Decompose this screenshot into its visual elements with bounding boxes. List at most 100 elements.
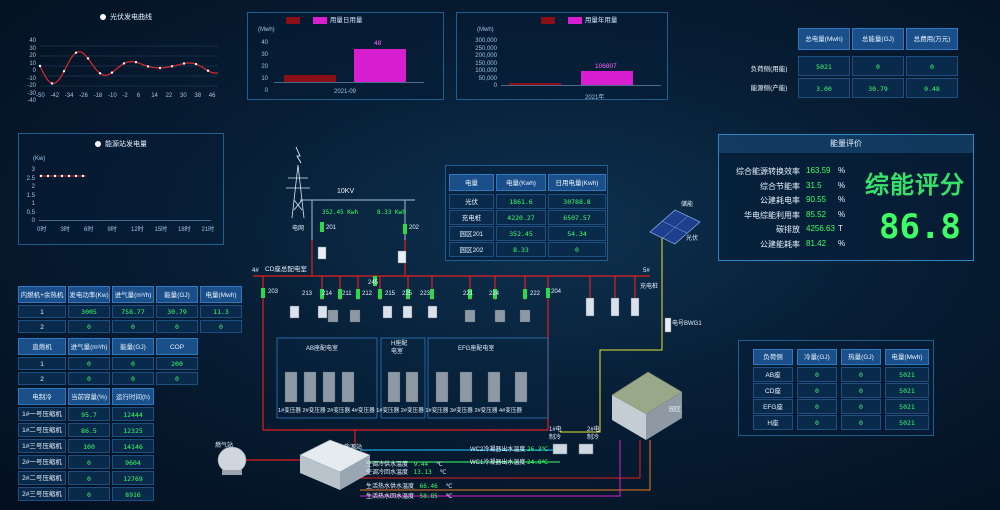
storage-y-tick: 2	[31, 184, 35, 190]
engine-table-header: 能量(GJ)	[156, 286, 198, 303]
load-cell: 5021	[885, 399, 929, 414]
cd-room-label: CD座总配电室	[265, 266, 307, 273]
node-4-label: 4#	[252, 268, 259, 274]
summary-cell: 30.79	[852, 78, 904, 98]
storage-x-tick: 15时	[154, 227, 168, 233]
direct-fired-table-cell: 0	[112, 372, 154, 385]
legend-swatch-a	[286, 16, 300, 24]
chiller-table-cell: 0	[68, 471, 110, 485]
load-cell: 0	[841, 415, 881, 430]
load-header: 负荷侧	[753, 349, 793, 365]
daily-bar-b	[354, 49, 406, 82]
storage-x-tick: 3时	[60, 227, 70, 233]
temp-value: 58.85	[419, 493, 438, 500]
summary-header: 总费用(万元)	[906, 28, 958, 50]
pv-y-tick: 40	[29, 38, 36, 44]
storage-y-tick: 0.5	[26, 209, 35, 216]
pv-x-tick: -26	[79, 93, 88, 99]
energy-eval-title: 能量评价	[719, 135, 973, 153]
pv-y-tick: 0	[32, 68, 36, 74]
eval-unit: %	[838, 166, 846, 175]
power-header: 电量(Kwh)	[496, 174, 546, 191]
switch-label: 222	[530, 291, 541, 297]
chiller-table-cell: 9604	[112, 455, 154, 469]
pv-point	[170, 65, 174, 68]
load-cell: 0	[797, 399, 837, 414]
daily-bar-a	[284, 75, 336, 82]
power-cell: 352.45	[496, 226, 546, 241]
pv-point	[206, 69, 210, 72]
gas-tank-icon	[217, 446, 247, 475]
efg-room-label: EFG座配电室	[458, 346, 495, 352]
power-cell: 8.33	[496, 242, 546, 257]
engine-table-cell: 0	[68, 320, 110, 333]
temp-readout: 空调冷供水温度 9.44℃	[366, 459, 443, 468]
power-cell: 4220.27	[496, 210, 546, 225]
grid-label: 电网	[292, 226, 305, 232]
engine-table-header: 内燃机+余热机	[18, 286, 66, 303]
feeder-201-energy: 352.45 Kwh	[322, 209, 359, 216]
chiller-table-cell: 100	[68, 439, 110, 453]
load-cell: 0	[841, 367, 881, 382]
load-cell: 0	[797, 383, 837, 398]
pv-x-tick: -34	[64, 93, 74, 99]
storage-y-tick: 3	[31, 167, 35, 173]
eval-unit: %	[838, 195, 846, 204]
eval-unit: %	[838, 209, 846, 219]
engine-table-cell: 1	[18, 305, 66, 318]
pv-point	[194, 62, 198, 66]
eval-value: 31.5	[806, 180, 822, 190]
chiller-table-cell: 1#二号压缩机	[18, 423, 66, 437]
yearly-unit: (Mwh)	[477, 27, 494, 33]
direct-fired-table-cell: 0	[112, 357, 154, 370]
pv-point	[146, 65, 150, 68]
load-cell: AB座	[753, 367, 793, 382]
eval-value: 81.42	[806, 238, 827, 248]
switch-label: 212	[362, 291, 373, 297]
switch-203-label: 203	[268, 289, 279, 295]
solar-panel-icon	[649, 209, 701, 245]
power-cell: 6507.57	[548, 210, 606, 225]
pv-point	[86, 57, 90, 60]
summary-header: 总电量(Mwh)	[798, 28, 850, 50]
engine-table-cell: 758.77	[112, 305, 154, 318]
eval-label: 综合节能率	[760, 181, 800, 191]
eval-label: 公建耗电率	[760, 196, 800, 205]
direct-fired-table-header: 能量(GJ)	[112, 338, 154, 355]
storage-y-tick: 1	[31, 201, 35, 207]
bus-10kv-label: 10KV	[337, 188, 355, 195]
legend-swatch-b	[312, 16, 327, 24]
chiller-table-cell: 95.7	[68, 407, 110, 421]
summary-row-label: 负荷侧(用能)	[750, 66, 788, 73]
pv-point	[62, 70, 66, 73]
load-cell: EFG座	[753, 399, 793, 414]
energy-station-building-icon	[299, 439, 371, 490]
pv-curve-legend: 光伏发电曲线	[100, 12, 152, 22]
pv-point	[134, 61, 138, 64]
load-header: 电量(Mwh)	[885, 349, 929, 365]
feeder-202-energy: 8.33 Kwh	[377, 209, 406, 216]
yearly-y-tick: 0	[493, 83, 497, 89]
eval-unit: %	[838, 238, 846, 248]
daily-xlabel: 2021-09	[334, 89, 357, 95]
summary-cell: 0.48	[906, 78, 958, 98]
load-cell: H座	[753, 415, 793, 430]
power-cell: 园区201	[449, 226, 494, 241]
storage-label: 储能	[681, 202, 694, 208]
load-header: 热量(GJ)	[841, 349, 881, 365]
direct-fired-table-cell: 0	[68, 372, 110, 385]
wc1-temp: WC1冷凝器出水温度 24.8℃	[470, 459, 549, 466]
power-cell: 充电桩	[449, 210, 494, 225]
chiller-table-header: 运行时间(h)	[112, 388, 154, 405]
gas-station-label: 燃气站	[215, 443, 234, 449]
pv-point	[122, 62, 126, 65]
power-header: 电量	[449, 174, 494, 191]
pv-point	[158, 66, 162, 70]
power-cell: 1861.6	[496, 194, 546, 209]
pv-x-tick: 46	[208, 93, 216, 99]
pv-point	[38, 64, 42, 68]
temp-readout: 空调冷回水温度 13.13℃	[366, 467, 446, 476]
